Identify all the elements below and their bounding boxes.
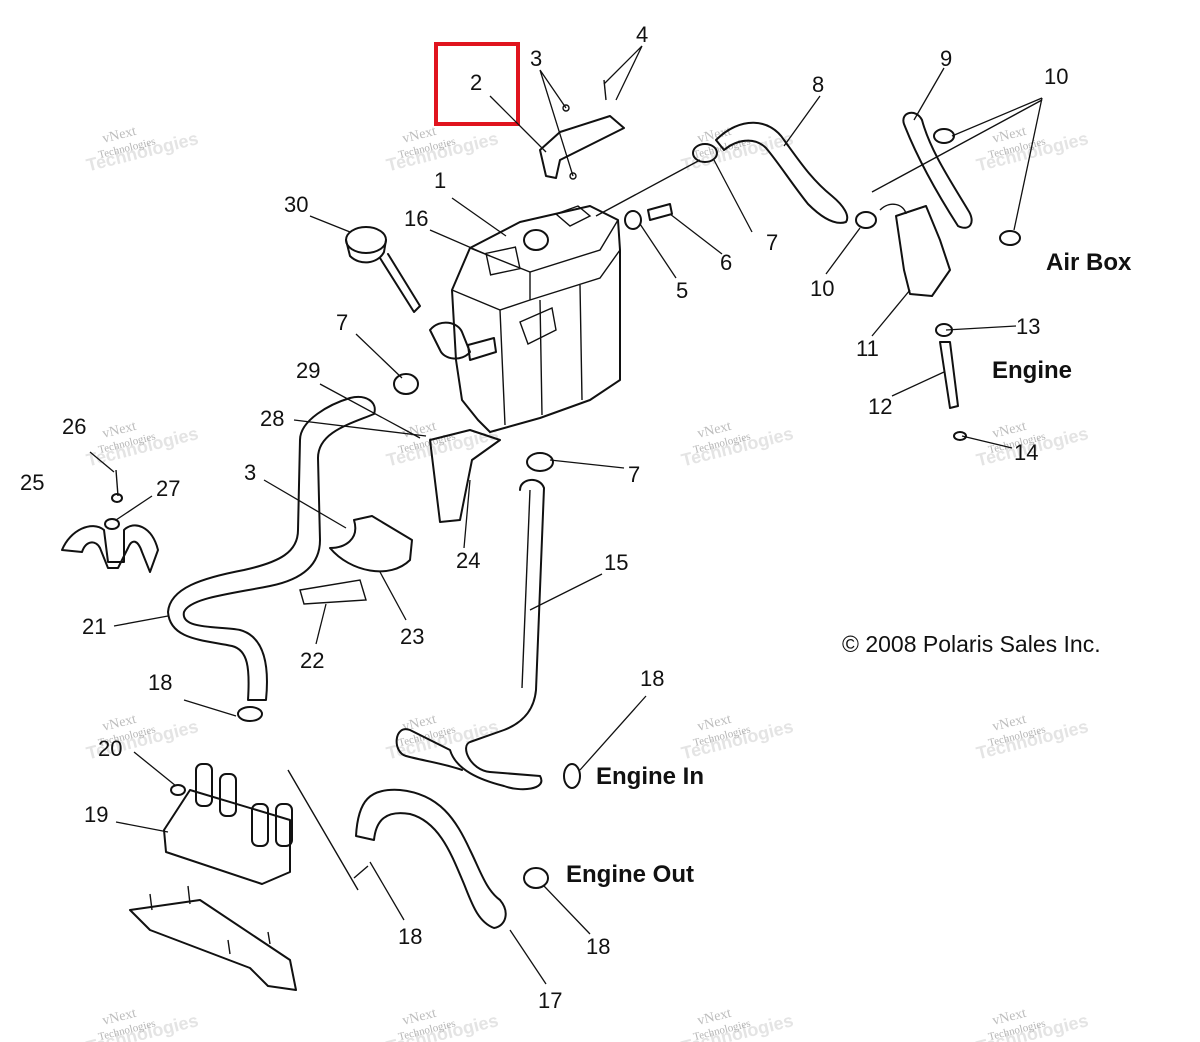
plates — [299, 429, 501, 605]
label-air-box: Air Box — [1046, 249, 1132, 276]
cooler-assembly — [129, 706, 369, 991]
callout-17: 17 — [538, 988, 562, 1013]
filler-cap — [345, 226, 421, 313]
callout-2: 2 — [470, 70, 482, 95]
callout-18-cooler: 18 — [148, 670, 172, 695]
callout-20: 20 — [98, 736, 122, 761]
callout-9: 9 — [940, 46, 952, 71]
callout-16: 16 — [404, 206, 428, 231]
hose-left — [167, 396, 376, 701]
callout-21: 21 — [82, 614, 106, 639]
callout-3: 3 — [530, 46, 542, 71]
label-engine: Engine — [992, 357, 1072, 384]
callout-8: 8 — [812, 72, 824, 97]
callout-10: 10 — [1044, 64, 1068, 89]
reservoir-tank — [429, 205, 621, 433]
hose-lower — [355, 788, 549, 929]
callout-4: 4 — [636, 22, 648, 47]
callout-22: 22 — [300, 648, 324, 673]
callout-27: 27 — [156, 476, 180, 501]
callout-24: 24 — [456, 548, 480, 573]
label-engine-in: Engine In — [596, 763, 704, 790]
callout-29: 29 — [296, 358, 320, 383]
callout-7-upper: 7 — [766, 230, 778, 255]
callout-18-lower: 18 — [398, 924, 422, 949]
callout-26: 26 — [62, 414, 86, 439]
callout-25: 25 — [20, 470, 44, 495]
mount-bracket — [539, 79, 625, 180]
callout-11: 11 — [856, 336, 879, 361]
hose-clamp-saddle — [61, 469, 159, 573]
label-engine-out: Engine Out — [566, 861, 694, 888]
valve-assembly — [855, 99, 1043, 297]
callout-12: 12 — [868, 394, 892, 419]
clamps — [393, 373, 554, 472]
callout-1: 1 — [434, 168, 446, 193]
callout-18-engine-out: 18 — [586, 934, 610, 959]
engine-hose — [935, 323, 967, 441]
callout-7-left: 7 — [336, 310, 348, 335]
callout-23: 23 — [400, 624, 424, 649]
callout-10-lower: 10 — [810, 276, 834, 301]
callout-13: 13 — [1016, 314, 1040, 339]
highlight-box — [434, 42, 520, 126]
leader-lines — [89, 45, 1043, 985]
hose-long — [395, 479, 581, 791]
callout-14: 14 — [1014, 440, 1038, 465]
callout-5: 5 — [676, 278, 688, 303]
callout-3-left: 3 — [244, 460, 256, 485]
callout-15: 15 — [604, 550, 628, 575]
hose-upper — [692, 121, 849, 224]
callout-6: 6 — [720, 250, 732, 275]
region-labels: Air Box Engine Engine In Engine Out © 20… — [566, 249, 1132, 888]
callout-28: 28 — [260, 406, 284, 431]
callout-18-engine-in: 18 — [640, 666, 664, 691]
fittings — [595, 159, 701, 230]
callout-19: 19 — [84, 802, 108, 827]
copyright-notice: © 2008 Polaris Sales Inc. — [842, 631, 1101, 657]
callout-30: 30 — [284, 192, 308, 217]
callout-7-lower: 7 — [628, 462, 640, 487]
callouts: 2 3 4 1 16 30 8 9 10 7 6 5 10 11 13 12 1… — [20, 22, 1068, 1013]
